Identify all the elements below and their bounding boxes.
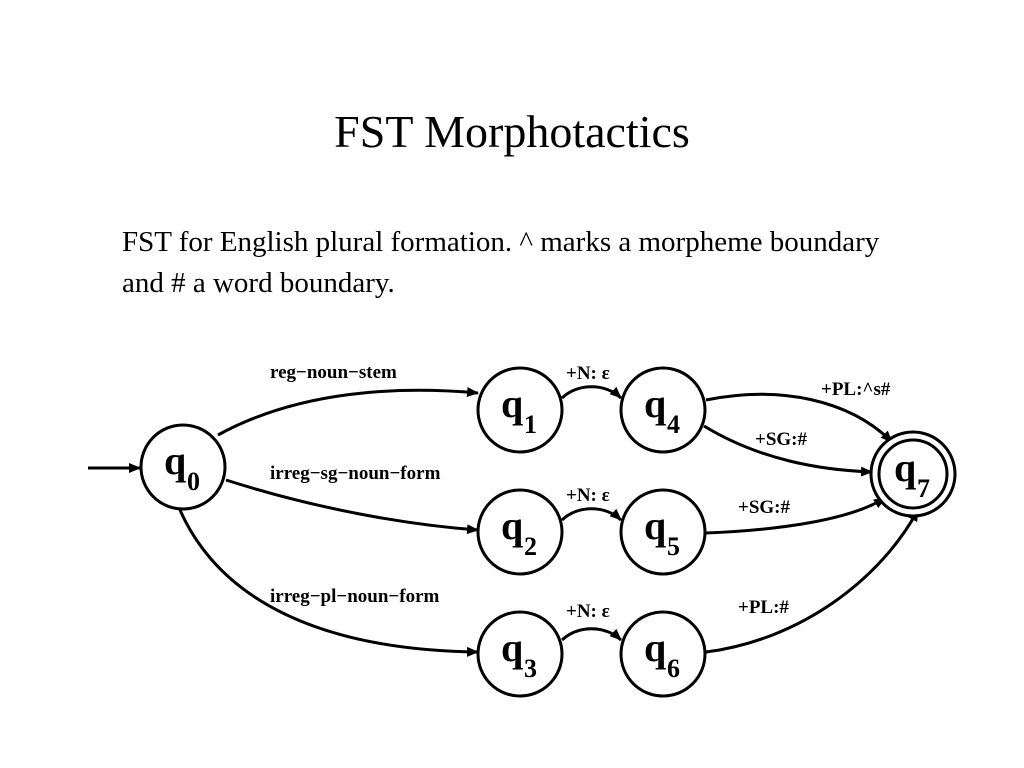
svg-text:3: 3 [524,654,537,683]
svg-text:7: 7 [917,474,930,503]
state-q7-final: q 7 [869,430,957,518]
svg-text:q: q [644,503,666,548]
svg-text:q: q [501,503,523,548]
label-q2-q5: +N: ε [566,485,610,506]
label-q3-q6: +N: ε [566,601,610,622]
edge-q5-q7 [705,496,886,535]
label-q0-q1: reg−noun−stem [270,362,397,383]
label-q6-q7: +PL:# [738,597,789,618]
edge-q6-q7 [705,509,920,654]
svg-text:q: q [164,438,186,483]
state-q6: q 6 [619,610,707,698]
slide-title: FST Morphotactics [334,106,690,157]
svg-text:q: q [894,445,916,490]
state-q4: q 4 [619,366,707,454]
edge-q0-q3 [178,509,479,657]
slide-description: FST for English plural formation. ^ mark… [122,226,880,299]
state-q2: q 2 [476,488,564,576]
edge-q3-q6 [560,627,623,642]
label-q0-q3: irreg−pl−noun−form [270,586,440,607]
edge-q1-q4 [560,385,623,400]
svg-text:q: q [501,381,523,426]
edge-q4-q7-pl [705,392,894,444]
svg-text:5: 5 [667,532,680,561]
svg-text:0: 0 [187,467,200,496]
edge-q2-q5 [560,507,623,522]
state-q1: q 1 [476,366,564,454]
edge-q0-q1 [217,387,479,437]
svg-text:6: 6 [667,654,680,683]
svg-text:1: 1 [524,410,537,439]
state-q3: q 3 [476,610,564,698]
svg-text:q: q [501,625,523,670]
label-q4-q7-sg: +SG:# [755,429,807,450]
svg-text:2: 2 [524,532,537,561]
svg-text:q: q [644,625,666,670]
svg-text:4: 4 [667,410,680,439]
label-q0-q2: irreg−sg−noun−form [270,463,441,484]
label-q1-q4: +N: ε [566,363,610,384]
svg-text:q: q [644,381,666,426]
edge-q4-q7-sg [703,424,873,477]
label-q5-q7: +SG:# [738,497,790,518]
label-q4-q7-pl: +PL:^s# [821,379,891,400]
state-q0: q 0 [139,423,227,511]
state-q5: q 5 [619,488,707,576]
edge-q0-q2 [225,478,479,535]
